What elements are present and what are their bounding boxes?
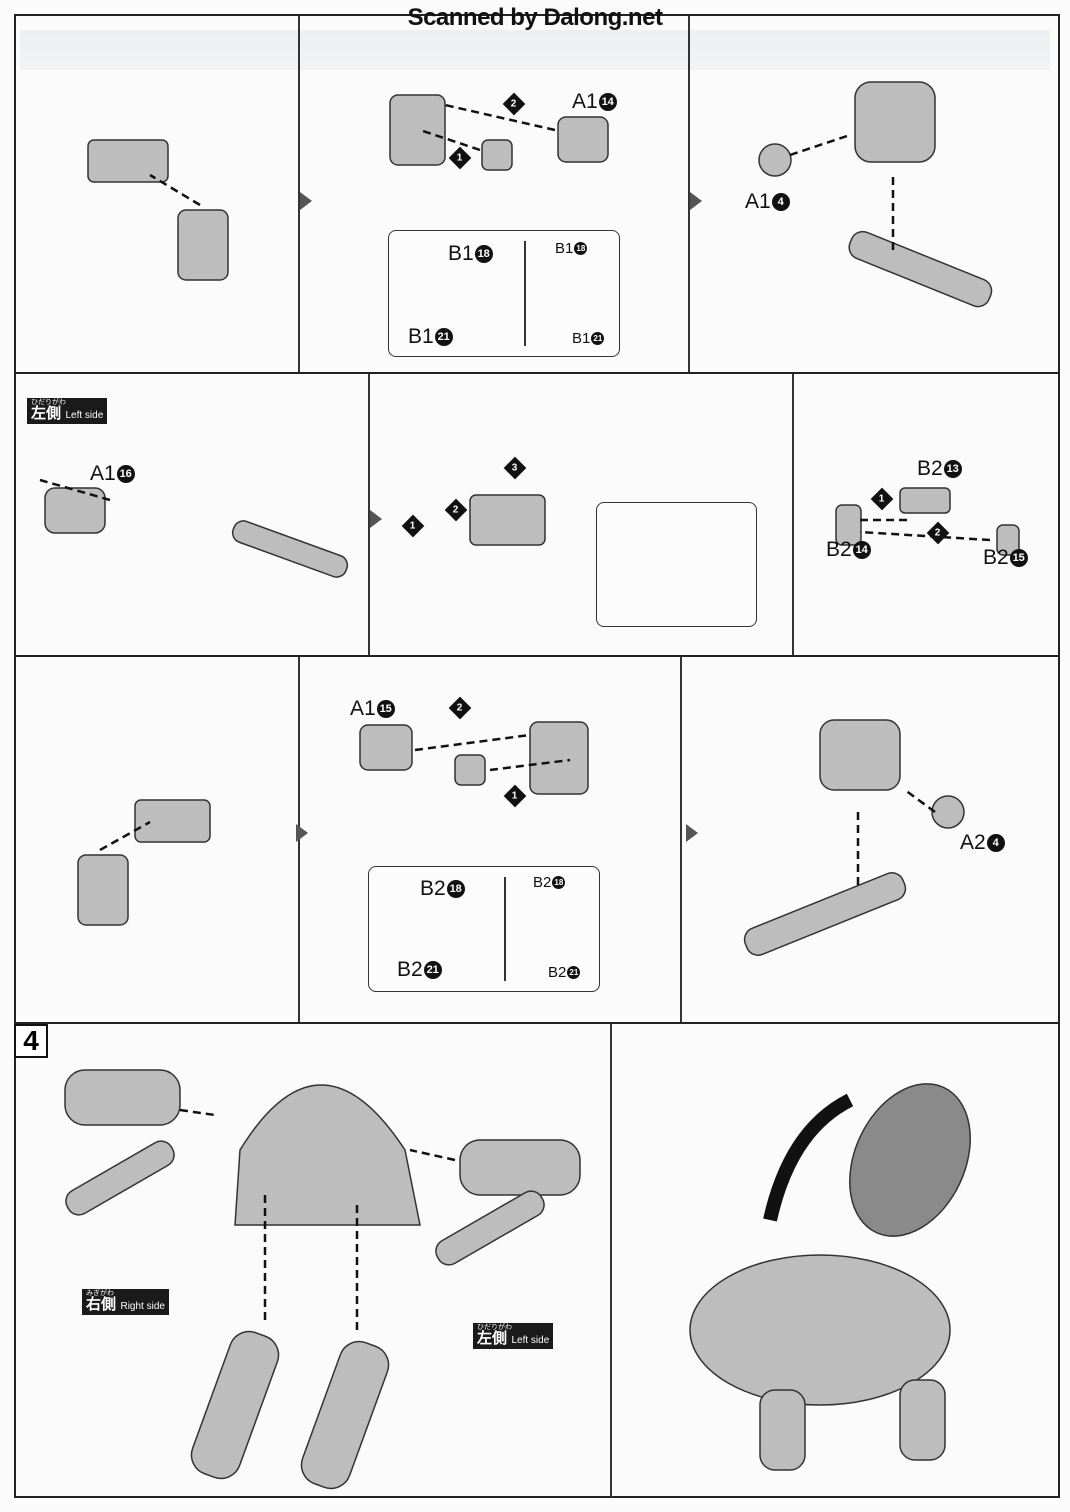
next-arrow-icon (300, 192, 312, 210)
assembled-body-illustration (689, 1254, 951, 1406)
part-illustration (454, 754, 486, 786)
part-illustration (996, 524, 1020, 556)
hatch-illustration (849, 1083, 971, 1237)
part-illustration (469, 494, 546, 546)
part-illustration (481, 139, 513, 171)
part-illustration (758, 143, 792, 177)
part-illustration (44, 487, 106, 534)
col-divider (680, 657, 682, 1022)
leg-illustration (899, 1379, 946, 1461)
open-arrow-icon (763, 1093, 854, 1222)
part-illustration (389, 94, 446, 166)
next-arrow-icon (370, 510, 382, 528)
part-illustration (899, 487, 951, 514)
part-illustration (87, 139, 169, 183)
part-illustration (64, 1069, 181, 1126)
row-divider (14, 1022, 1060, 1024)
col-divider (610, 1024, 612, 1498)
row-divider (14, 372, 1060, 374)
next-arrow-icon (296, 824, 308, 842)
next-arrow-icon (686, 824, 698, 842)
part-illustration (931, 795, 965, 829)
part-illustration (435, 1190, 545, 1266)
col-divider (368, 374, 370, 655)
part-illustration (77, 854, 129, 926)
row-divider (14, 655, 1060, 657)
part-illustration (743, 872, 907, 956)
part-illustration (848, 230, 993, 308)
part-illustration (134, 799, 211, 843)
step-number: 4 (14, 1024, 48, 1058)
right-side-badge: みぎがわ右側 Right side (82, 1289, 169, 1315)
part-illustration (359, 724, 413, 771)
part-illustration (231, 520, 349, 578)
page-frame (14, 14, 1060, 1498)
bleed-through-text (20, 30, 1050, 70)
part-illustration (854, 81, 936, 163)
part-illustration (529, 721, 589, 795)
part-illustration (459, 1139, 581, 1196)
dome-illustration (234, 1084, 421, 1226)
leg-illustration (300, 1340, 390, 1490)
leg-illustration (190, 1330, 280, 1480)
col-divider (688, 16, 690, 372)
left-side-badge: ひだりがわ左側 Left side (27, 398, 108, 424)
leg-illustration (759, 1389, 806, 1471)
part-illustration (65, 1140, 175, 1216)
watermark: Scanned by Dalong.net (407, 4, 663, 31)
col-divider (792, 374, 794, 655)
left-side-badge: ひだりがわ左側 Left side (473, 1323, 554, 1349)
col-divider (298, 16, 300, 372)
part-illustration (557, 116, 609, 163)
next-arrow-icon (690, 192, 702, 210)
detail-inset (596, 502, 757, 627)
part-illustration (819, 719, 901, 791)
part-illustration (835, 504, 862, 546)
part-illustration (177, 209, 229, 281)
